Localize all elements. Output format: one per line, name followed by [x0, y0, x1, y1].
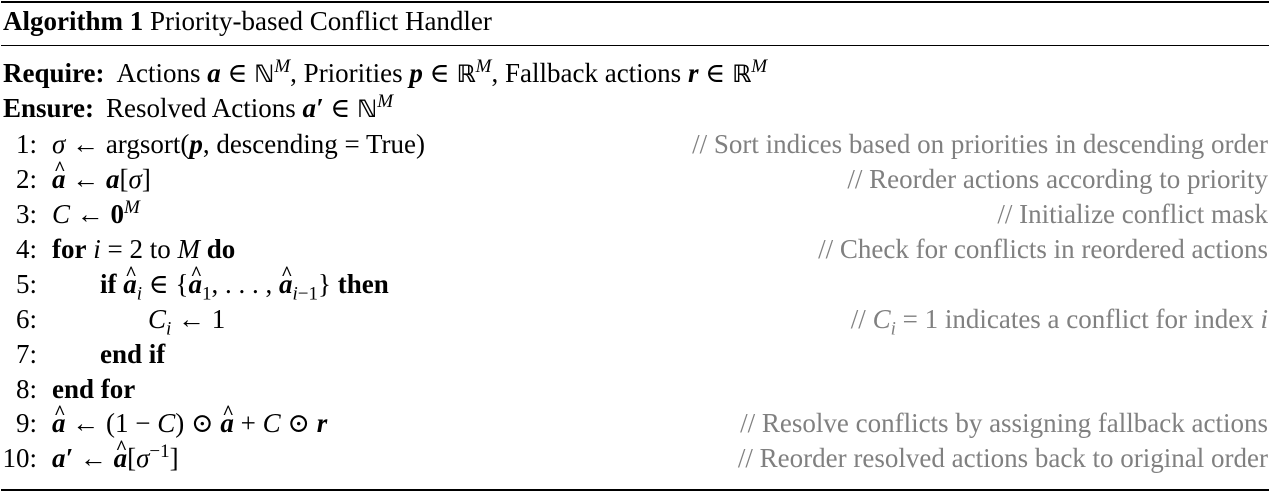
header-rule: [1, 45, 1269, 46]
step-code: if ai ∈ {a1, . . . , ai−1} then: [100, 257, 389, 303]
algorithm-label: Algorithm 1: [3, 6, 144, 36]
step-comment: // Reorder resolved actions back to orig…: [737, 443, 1268, 473]
step-number: 5:: [15, 269, 37, 299]
step-number: 1:: [15, 129, 37, 159]
step-comment: // Ci = 1 indicates a conflict for index…: [850, 304, 1268, 340]
step-number: 8:: [15, 374, 37, 404]
bottom-rule: [1, 489, 1269, 491]
algorithm-caption: Algorithm 1 Priority-based Conflict Hand…: [3, 3, 492, 39]
step-code: a ← a[σ]: [52, 152, 151, 197]
algorithm-title: Priority-based Conflict Handler: [149, 6, 492, 36]
step-number: 4:: [15, 234, 37, 264]
step-comment: // Sort indices based on priorities in d…: [692, 129, 1268, 159]
step-2: 2: a ← a[σ] // Reorder actions according…: [0, 152, 1268, 197]
ensure-label: Resolved Actions: [106, 93, 296, 123]
step-5: 5: if ai ∈ {a1, . . . , ai−1} then: [0, 257, 1268, 303]
step-code: C ← 0M: [52, 197, 140, 229]
ensure-line: Ensure:Resolved Actions a′ ∈ ℕM: [3, 91, 394, 123]
step-code: for i = 2 to M do: [52, 234, 236, 264]
step-code: end for: [52, 374, 136, 404]
step-comment: // Initialize conflict mask: [997, 199, 1268, 229]
step-6: 6: Ci ← 1 // Ci = 1 indicates a conflict…: [0, 302, 1268, 340]
step-code: end if: [100, 339, 166, 369]
require-line: Require:Actions a ∈ ℕM, Priorities p ∈ ℝ…: [3, 56, 768, 88]
step-7: 7: end if: [0, 337, 1268, 372]
step-number: 6:: [15, 304, 37, 334]
step-number: 7:: [15, 339, 37, 369]
step-3: 3: C ← 0M // Initialize conflict mask: [0, 197, 1268, 232]
step-comment: // Check for conflicts in reordered acti…: [818, 234, 1268, 264]
top-rule: [1, 1, 1269, 3]
step-code: a′ ← a[σ−1]: [52, 431, 179, 476]
step-code: a ← (1 − C) ⊙ a + C ⊙ r: [52, 396, 327, 441]
step-9: 9: a ← (1 − C) ⊙ a + C ⊙ r // Resolve co…: [0, 396, 1268, 441]
step-comment: // Reorder actions according to priority: [847, 164, 1268, 194]
priorities-label: Priorities: [303, 58, 403, 88]
fallback-label: Fallback actions: [504, 58, 682, 88]
require-keyword: Require:: [3, 58, 105, 88]
step-comment: // Resolve conflicts by assigning fallba…: [740, 408, 1268, 438]
step-8: 8: end for: [0, 372, 1268, 407]
step-1: 1: σ ← argsort(p, descending = True) // …: [0, 127, 1268, 162]
step-number: 2:: [15, 164, 37, 194]
ensure-keyword: Ensure:: [3, 93, 95, 123]
step-10: 10: a′ ← a[σ−1] // Reorder resolved acti…: [0, 431, 1268, 476]
step-number: 10:: [2, 443, 37, 473]
actions-label: Actions: [116, 58, 201, 88]
step-number: 3:: [15, 199, 37, 229]
step-code: σ ← argsort(p, descending = True): [52, 129, 426, 159]
step-code: Ci ← 1: [148, 304, 226, 340]
step-number: 9:: [15, 408, 37, 438]
step-4: 4: for i = 2 to M do // Check for confli…: [0, 232, 1268, 267]
